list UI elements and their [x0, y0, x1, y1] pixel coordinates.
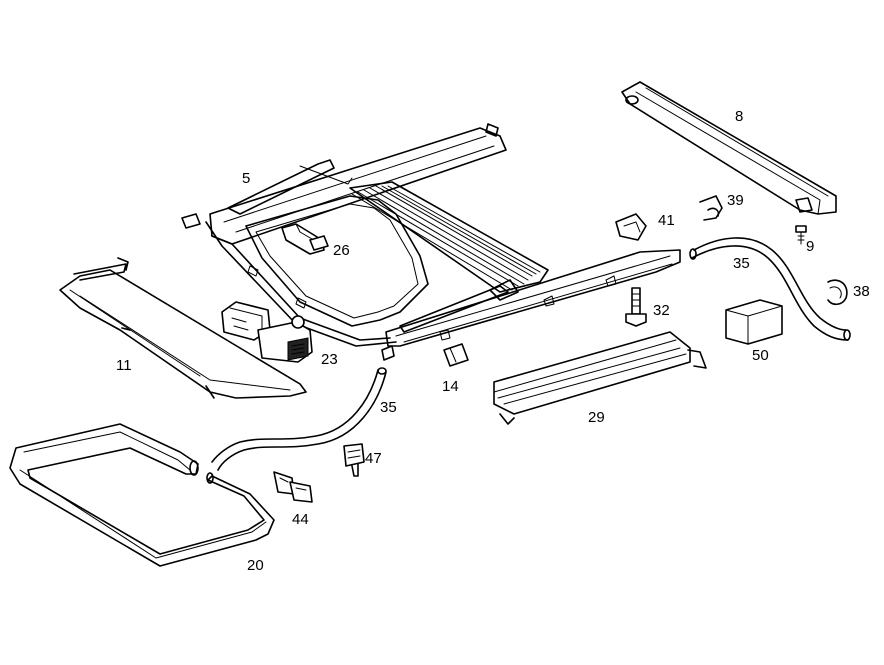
callout-8: 8 — [735, 108, 743, 125]
part-5-sunroof-frame — [181, 123, 681, 361]
callout-20: 20 — [247, 557, 264, 574]
callout-5: 5 — [242, 170, 250, 187]
callout-9: 9 — [806, 238, 814, 255]
callout-35-right: 35 — [733, 255, 750, 272]
callout-47: 47 — [365, 450, 382, 467]
callout-29: 29 — [588, 409, 605, 426]
part-35-drain-hose-right — [689, 237, 851, 341]
callout-35-left: 35 — [380, 399, 397, 416]
part-14-clip — [443, 343, 469, 367]
callout-14: 14 — [442, 378, 459, 395]
callout-44: 44 — [292, 511, 309, 528]
part-41-bracket — [615, 213, 647, 241]
part-47-grommet — [343, 443, 365, 477]
part-50-foam-block — [725, 299, 783, 345]
callout-11: 11 — [116, 357, 132, 374]
part-23-motor — [221, 301, 313, 363]
part-8-rear-rail — [621, 81, 837, 215]
part-35-drain-hose-left — [211, 367, 387, 471]
callout-23: 23 — [321, 351, 338, 368]
callout-38: 38 — [853, 283, 870, 300]
callout-39: 39 — [727, 192, 744, 209]
callout-26: 26 — [333, 242, 350, 259]
part-26-guide — [281, 223, 329, 255]
callout-labels: 5 8 9 11 14 20 23 26 29 32 35 35 38 39 4… — [116, 108, 870, 574]
part-38-grommet — [827, 279, 848, 306]
part-9-screw — [795, 225, 807, 245]
callout-50: 50 — [752, 347, 769, 364]
callout-41: 41 — [658, 212, 675, 229]
callout-32: 32 — [653, 302, 670, 319]
part-20-seal — [9, 423, 275, 567]
part-39-clip — [699, 195, 723, 221]
part-11-sunshade — [59, 257, 307, 399]
part-32-bolt — [625, 287, 647, 327]
part-44-retainer — [273, 471, 313, 503]
part-29-guide-rail — [493, 331, 707, 425]
